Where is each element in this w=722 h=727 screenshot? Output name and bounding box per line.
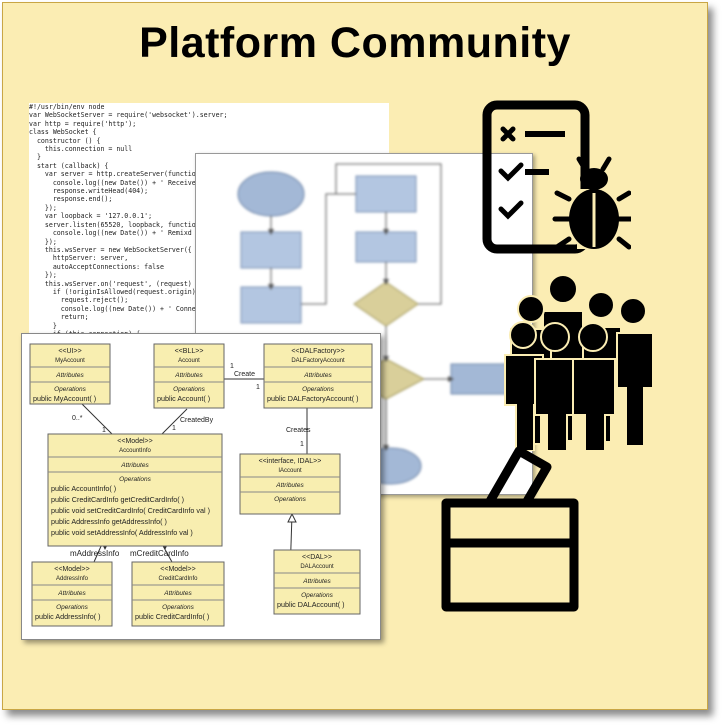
uml-attributes-label: Attributes [302, 578, 331, 585]
code-line: var loopback = '127.0.0.1'; [29, 212, 153, 221]
uml-attributes-label: Attributes [120, 462, 149, 469]
code-line: response.writeHead(404); [29, 187, 149, 196]
uml-operation: public AddressInfo( ) [35, 612, 101, 621]
uml-attributes-label: Attributes [163, 590, 192, 597]
uml-class-accountinfo: <<Model>> AccountInfoAttributesOperations… [47, 433, 223, 547]
uml-operation: public CreditCardInfo getCreditCardInfo(… [51, 495, 184, 504]
uml-class-name: DALFactoryAccount [291, 358, 345, 364]
uml-operations-label: Operations [173, 386, 206, 393]
uml-class-myaccount: <<UI>> MyAccountAttributesOperationspubli… [29, 343, 111, 405]
uml-operation: public void setAddressInfo( AddressInfo … [51, 528, 193, 537]
code-line: } [29, 321, 57, 330]
uml-attributes-label: Attributes [303, 372, 332, 379]
label-m2: 1 [172, 425, 176, 432]
label-m5: 1 [300, 441, 304, 448]
uml-class-iaccount: <<interface, IDAL>> IAccountAttributesOpe… [239, 453, 341, 515]
uml-class-diagram: 0..* 1 1 CreatedBy 1 Create 1 Creates 1 … [21, 333, 381, 640]
code-line: request.reject(); [29, 296, 129, 305]
uml-operation: public Account( ) [157, 394, 210, 403]
code-line: }); [29, 237, 57, 246]
code-line: this.connection = null [29, 145, 133, 154]
uml-class-name: AccountInfo [119, 448, 151, 454]
uml-attributes-label: Attributes [57, 590, 86, 597]
code-line: autoAcceptConnections: false [29, 262, 164, 271]
uml-stereotype: <<DAL>> [302, 554, 332, 561]
uml-operations-label: Operations [54, 386, 87, 393]
uml-class-name: DALAccount [300, 564, 334, 570]
uml-class-name: Account [178, 358, 200, 364]
label-create: Create [234, 371, 255, 378]
uml-operations-label: Operations [162, 604, 195, 611]
ballot-box-icon [441, 446, 579, 612]
uml-class-account: <<BLL>> AccountAttributesOperationspublic… [153, 343, 225, 409]
uml-class-creditcardinfo: <<Model>> CreditCardInfoAttributesOperati… [131, 561, 225, 627]
label-creates: Creates [286, 427, 311, 434]
code-line: } [29, 153, 41, 162]
code-line: return; [29, 313, 89, 322]
uml-attributes-label: Attributes [275, 482, 304, 489]
uml-operation: public AddressInfo getAddressInfo( ) [51, 517, 167, 526]
code-line: response.end(); [29, 195, 113, 204]
uml-class-name: MyAccount [55, 358, 85, 364]
community-people-icon [504, 274, 654, 451]
uml-class-name: IAccount [278, 468, 302, 474]
uml-operation: public void setCreditCardInfo( CreditCar… [51, 506, 210, 515]
uml-operation: public CreditCardInfo( ) [135, 612, 209, 621]
uml-class-dalfactory: <<DALFactory>> DALFactoryAccountAttribute… [263, 343, 373, 409]
label-mcredit: mCreditCardInfo [130, 549, 189, 558]
uml-operation: public MyAccount( ) [33, 394, 96, 403]
uml-operation: public AccountInfo( ) [51, 484, 116, 493]
code-line: #!/usr/bin/env node [29, 103, 105, 111]
uml-stereotype: <<BLL>> [175, 348, 204, 355]
uml-operation: public DALAccount( ) [277, 600, 345, 609]
uml-class-name: CreditCardInfo [158, 576, 198, 582]
label-0star: 0..* [72, 415, 83, 422]
code-line: var http = require('http'); [29, 119, 137, 128]
uml-attributes-label: Attributes [55, 372, 84, 379]
uml-class-name: AddressInfo [56, 576, 89, 582]
uml-class-dalaccount: <<DAL>> DALAccountAttributesOperationspub… [273, 549, 361, 615]
code-line: constructor () { [29, 136, 101, 145]
code-line: start (callback) { [29, 161, 109, 170]
code-line: }); [29, 271, 57, 280]
code-line: class WebSocket { [29, 128, 97, 137]
uml-stereotype: <<Model>> [54, 566, 89, 573]
page-title: Platform Community [139, 19, 571, 67]
uml-stereotype: <<Model>> [117, 438, 152, 445]
uml-operations-label: Operations [302, 386, 335, 393]
code-line: }); [29, 203, 57, 212]
code-line: httpServer: server, [29, 254, 129, 263]
uml-operations-label: Operations [119, 476, 152, 483]
uml-operations-label: Operations [301, 592, 334, 599]
uml-class-addressinfo: <<Model>> AddressInfoAttributesOperations… [31, 561, 113, 627]
uml-attributes-label: Attributes [174, 372, 203, 379]
uml-stereotype: <<Model>> [160, 566, 195, 573]
code-line: this.wsServer = new WebSocketServer({ [29, 245, 192, 254]
code-line: var WebSocketServer = require('websocket… [29, 111, 228, 120]
label-createdby: CreatedBy [180, 417, 214, 424]
uml-operations-label: Operations [274, 496, 307, 503]
uml-stereotype: <<interface, IDAL>> [259, 458, 322, 465]
checklist-bug-icon [482, 100, 631, 254]
label-m1: 1 [102, 427, 106, 434]
uml-stereotype: <<DALFactory>> [291, 348, 344, 355]
uml-operation: public DALFactoryAccount( ) [267, 394, 358, 403]
uml-stereotype: <<UI>> [58, 348, 81, 355]
label-m4: 1 [256, 384, 260, 391]
label-m3: 1 [230, 363, 234, 370]
uml-operations-label: Operations [56, 604, 89, 611]
label-maddress: mAddressInfo [70, 549, 120, 558]
